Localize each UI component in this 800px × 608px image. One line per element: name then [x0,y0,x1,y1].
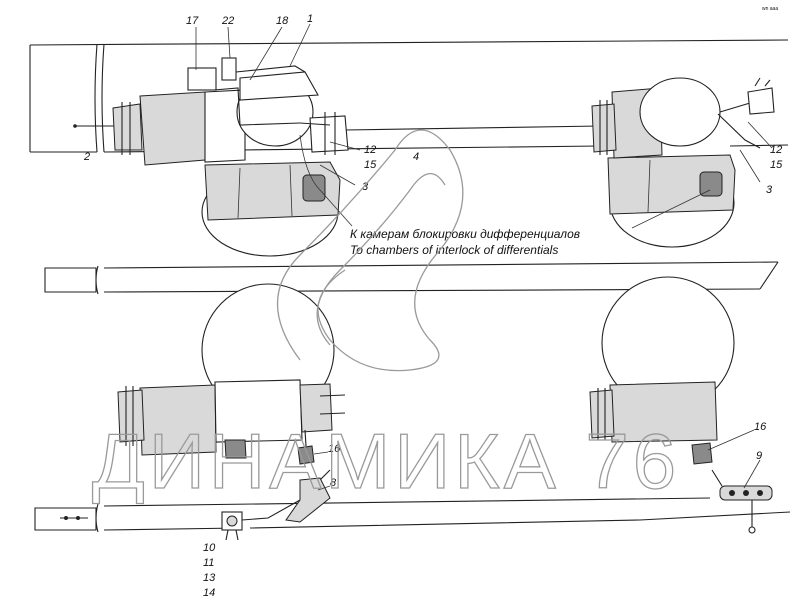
callout-12-left: 12 [364,144,376,156]
right-top-flange [591,103,617,153]
callout-15-right: 15 [770,159,783,171]
air-line-4 [73,124,601,131]
right-top-tyre-pack [607,154,736,215]
callout-22: 22 [221,15,234,27]
callout-2: 2 [83,151,90,163]
callout-16-right: 16 [754,421,767,433]
callout-11: 11 [203,557,214,569]
left-top-flange [112,103,143,151]
left-drive-axle-top [112,57,349,257]
callout-4: 4 [413,151,419,163]
valve-block-9 [711,469,773,534]
right-top-brake-chamber [699,171,723,197]
lower-leaders [313,429,761,491]
caption-ru: К камерам блокировки дифференциалов [350,227,580,241]
callout-14: 14 [203,587,215,599]
callout-8: 8 [330,477,337,489]
callout-10: 10 [203,542,216,554]
callout-16-left: 16 [328,443,341,455]
callout-1: 1 [307,13,313,25]
corner-mark: wn aaa [762,6,778,12]
callouts: 17 22 18 1 2 4 12 15 3 12 15 3 16 8 16 9… [83,13,783,599]
callout-13: 13 [203,572,216,584]
callout-18: 18 [276,15,289,27]
right-top-valve [747,87,775,115]
callout-9: 9 [756,450,762,462]
callout-3-left: 3 [362,181,369,193]
bottom-frame-rail [34,497,791,533]
left-drive-axle-lower [117,379,346,459]
bracket-8 [285,429,331,523]
callout-17: 17 [186,15,199,27]
valve-16a [297,445,315,465]
watermark-text: ДИНАМИКА 76 [92,417,680,505]
top-leaders [195,23,773,229]
valve-22 [221,57,237,81]
right-drive-axle-top [591,77,775,248]
caption-en: To chambers of interlock of differential… [350,243,558,257]
left-lower-flange [117,389,145,443]
watermark: ДИНАМИКА 76 [91,129,680,506]
callout-12-right: 12 [770,144,782,156]
valve-16b [691,442,713,465]
callout-15-left: 15 [364,159,377,171]
caption: К камерам блокировки дифференциалов To c… [350,227,580,257]
callout-3-right: 3 [766,184,773,196]
top-frame-rail [29,39,789,153]
right-drive-axle-lower [589,381,718,465]
right-top-diff-carrier [639,77,721,147]
watermark-swirl-icon [276,129,464,372]
left-top-housing [139,91,206,166]
valve-17 [187,67,217,91]
left-top-brake-chamber [302,174,326,202]
